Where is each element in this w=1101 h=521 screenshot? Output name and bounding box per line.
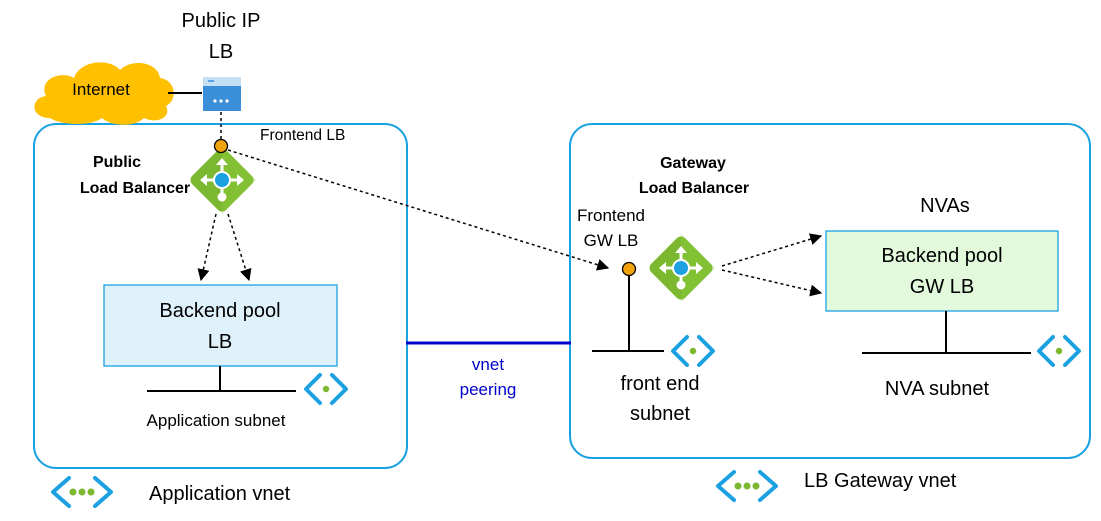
cloud-icon [34, 62, 174, 125]
application-subnet-icon [304, 373, 348, 405]
gateway-load-balancer-icon [645, 232, 717, 304]
frontend-gw-label-line2: GW LB [584, 231, 639, 250]
gateway-vnet-container [569, 123, 1091, 459]
arrow-frontend-to-gateway [227, 149, 610, 271]
arrow-to-nva-1 [721, 233, 823, 267]
public-ip-label-line1: Public IP [182, 10, 261, 32]
lb-gateway-vnet-label: LB Gateway vnet [804, 470, 957, 492]
backend-pool-lb-label-line2: LB [208, 331, 232, 353]
vnet-peering-label-line2: peering [460, 380, 517, 399]
frontend-lb-label: Frontend LB [260, 127, 345, 144]
nva-subnet-icon [1037, 335, 1081, 367]
public-ip-icon [203, 77, 241, 111]
nvas-label: NVAs [920, 195, 970, 217]
backend-pool-gw-label-line1: Backend pool [881, 245, 1002, 267]
backend-pool-lb-label-line1: Backend pool [159, 300, 280, 322]
backend-pool-gw-label-line2: GW LB [910, 276, 974, 298]
frontend-lb-dot [213, 138, 229, 154]
vnet-peering-label-line1: vnet [472, 355, 504, 374]
gateway-lb-label-line1: Gateway [660, 155, 726, 172]
public-ip-label-line2: LB [209, 41, 233, 63]
frontend-gw-label-line1: Frontend [577, 206, 645, 225]
public-lb-label-line2: Load Balancer [80, 180, 190, 197]
application-vnet-label: Application vnet [149, 483, 291, 505]
front-end-subnet-label-line2: subnet [630, 403, 690, 425]
application-subnet-label: Application subnet [147, 411, 286, 430]
application-vnet-icon [51, 476, 113, 508]
nva-subnet-label: NVA subnet [885, 378, 990, 400]
public-lb-label-line1: Public [93, 154, 141, 171]
front-end-subnet-icon [671, 335, 715, 367]
gateway-lb-label-line2: Load Balancer [639, 180, 749, 197]
arrow-to-nva-2 [721, 269, 823, 297]
arrow-to-backend-2 [227, 213, 252, 282]
frontend-gw-lb-dot [621, 261, 637, 277]
backend-pool-gw-box [825, 230, 1059, 312]
front-end-subnet-label-line1: front end [621, 373, 700, 395]
backend-pool-lb-box [103, 284, 338, 367]
arrow-to-backend-1 [197, 213, 217, 282]
internet-label: Internet [72, 80, 130, 99]
lb-gateway-vnet-icon [716, 470, 778, 502]
